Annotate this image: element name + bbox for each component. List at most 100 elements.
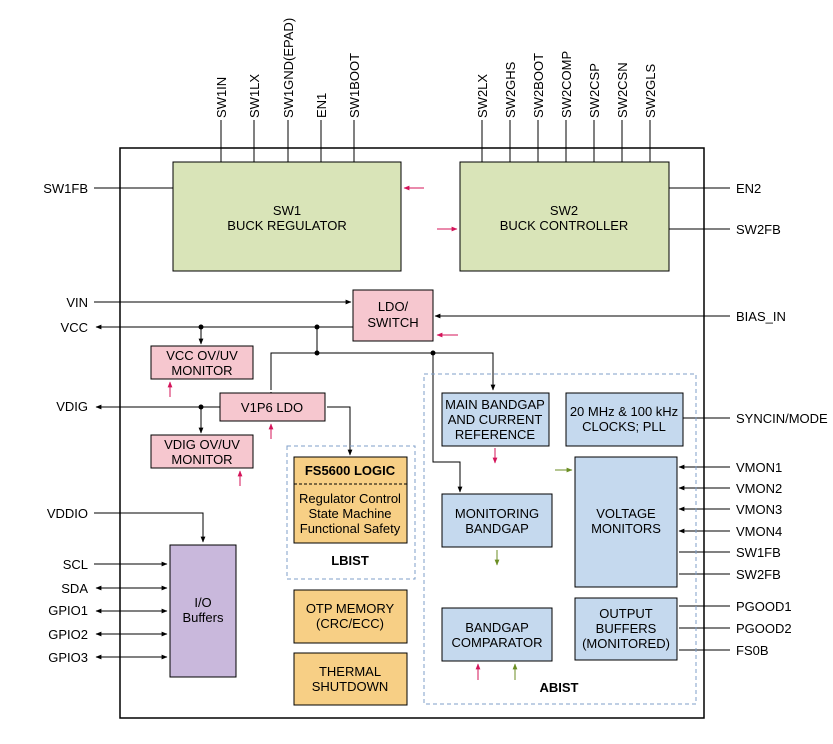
svg-text:V1P6 LDO: V1P6 LDO — [241, 400, 303, 415]
pin-pgood1: PGOOD1 — [679, 599, 792, 614]
svg-text:PGOOD2: PGOOD2 — [736, 621, 792, 636]
bandgap-comparator: BANDGAP COMPARATOR — [441, 607, 553, 662]
svg-text:COMPARATOR: COMPARATOR — [451, 635, 542, 650]
pin-sw1boot: SW1BOOT — [347, 53, 362, 162]
svg-text:FS0B: FS0B — [736, 643, 769, 658]
svg-text:SYNCIN/MODE: SYNCIN/MODE — [736, 411, 828, 426]
pin-sw1lx: SW1LX — [247, 74, 262, 162]
svg-text:BIAS_IN: BIAS_IN — [736, 309, 786, 324]
pin-syncin-mode: SYNCIN/MODE — [683, 411, 828, 426]
pin-sw2lx: SW2LX — [475, 74, 490, 162]
svg-text:OTP MEMORY: OTP MEMORY — [306, 601, 395, 616]
chip-outline — [119, 147, 705, 719]
svg-text:SW2GHS: SW2GHS — [503, 61, 518, 118]
svg-text:Buffers: Buffers — [183, 610, 224, 625]
abist-label: ABIST — [540, 680, 579, 695]
clocks-pll: 20 MHz & 100 kHz CLOCKS; PLL — [565, 392, 684, 447]
svg-text:SWITCH: SWITCH — [367, 315, 418, 330]
svg-text:SW1GND(EPAD): SW1GND(EPAD) — [281, 18, 296, 118]
svg-text:VCC: VCC — [61, 320, 88, 335]
svg-text:SW2GLS: SW2GLS — [643, 63, 658, 118]
svg-text:SDA: SDA — [61, 581, 88, 596]
svg-text:VDIG OV/UV: VDIG OV/UV — [164, 437, 240, 452]
svg-text:MONITOR: MONITOR — [171, 363, 232, 378]
top-pins-sw1: SW1IN SW1LX SW1GND(EPAD) EN1 SW1BOOT — [214, 18, 362, 162]
svg-text:SW2COMP: SW2COMP — [559, 51, 574, 118]
v1p6-ldo: V1P6 LDO — [219, 392, 326, 422]
vdig-ovuv-monitor: VDIG OV/UV MONITOR — [150, 434, 254, 469]
pin-sw2fb-right: SW2FB — [679, 567, 781, 582]
sw1-buck-regulator: SW1 BUCK REGULATOR — [172, 161, 402, 272]
svg-text:VIN: VIN — [66, 295, 88, 310]
pin-gpio1: GPIO1 — [48, 603, 168, 618]
pin-bias-in: BIAS_IN — [434, 309, 786, 324]
svg-text:OUTPUT: OUTPUT — [599, 606, 653, 621]
pin-vmon3: VMON3 — [678, 502, 782, 517]
svg-text:MONITOR: MONITOR — [171, 452, 232, 467]
pin-vdig: VDIG — [56, 399, 220, 414]
svg-text:State Machine: State Machine — [308, 506, 391, 521]
svg-text:GPIO3: GPIO3 — [48, 650, 88, 665]
lbist-region — [286, 445, 416, 580]
svg-text:(MONITORED): (MONITORED) — [582, 636, 670, 651]
svg-text:THERMAL: THERMAL — [319, 664, 381, 679]
svg-text:PGOOD1: PGOOD1 — [736, 599, 792, 614]
pin-gpio3: GPIO3 — [48, 650, 168, 665]
svg-text:VMON4: VMON4 — [736, 524, 782, 539]
pin-gpio2: GPIO2 — [48, 627, 168, 642]
svg-text:VMON1: VMON1 — [736, 460, 782, 475]
ldo-switch: LDO/ SWITCH — [352, 289, 434, 342]
svg-text:BUCK CONTROLLER: BUCK CONTROLLER — [500, 218, 629, 233]
pin-sw2csp: SW2CSP — [587, 63, 602, 162]
monitoring-bandgap: MONITORING BANDGAP — [441, 493, 553, 548]
svg-text:SW2: SW2 — [550, 203, 578, 218]
svg-text:VMON3: VMON3 — [736, 502, 782, 517]
svg-text:BANDGAP: BANDGAP — [465, 620, 529, 635]
internal-wiring — [198, 324, 496, 493]
lbist-label: LBIST — [331, 553, 369, 568]
svg-text:FS5600 LOGIC: FS5600 LOGIC — [305, 463, 396, 478]
pin-sw2comp: SW2COMP — [559, 51, 574, 162]
svg-text:Functional Safety: Functional Safety — [300, 521, 401, 536]
pin-vddio: VDDIO — [47, 506, 206, 543]
svg-text:VMON2: VMON2 — [736, 481, 782, 496]
sw2-buck-controller: SW2 BUCK CONTROLLER — [459, 161, 670, 272]
pin-sw1in: SW1IN — [214, 77, 229, 162]
svg-text:SW2CSN: SW2CSN — [615, 62, 630, 118]
otp-memory: OTP MEMORY (CRC/ECC) — [293, 589, 408, 644]
svg-text:BANDGAP: BANDGAP — [465, 521, 529, 536]
pin-sw2fb-top: SW2FB — [669, 222, 781, 237]
pin-sw2gls: SW2GLS — [643, 63, 658, 162]
pin-fs0b: FS0B — [679, 643, 769, 658]
main-bandgap: MAIN BANDGAP AND CURRENT REFERENCE — [441, 392, 550, 447]
vcc-ovuv-monitor: VCC OV/UV MONITOR — [150, 345, 254, 380]
svg-text:LDO/: LDO/ — [378, 299, 409, 314]
pin-vmon2: VMON2 — [678, 481, 782, 496]
svg-text:Regulator Control: Regulator Control — [299, 491, 401, 506]
thermal-shutdown: THERMAL SHUTDOWN — [293, 652, 408, 706]
pin-sw2boot: SW2BOOT — [531, 53, 546, 162]
output-buffers: OUTPUT BUFFERS (MONITORED) — [574, 597, 678, 661]
svg-text:EN1: EN1 — [314, 93, 329, 118]
pin-vmon4: VMON4 — [678, 524, 782, 539]
pin-sw2csn: SW2CSN — [615, 62, 630, 162]
svg-text:SW2FB: SW2FB — [736, 567, 781, 582]
pin-sw1gnd: SW1GND(EPAD) — [281, 18, 296, 162]
svg-text:SW1LX: SW1LX — [247, 74, 262, 118]
svg-text:GPIO2: GPIO2 — [48, 627, 88, 642]
svg-text:MONITORS: MONITORS — [591, 521, 661, 536]
pin-sw2ghs: SW2GHS — [503, 61, 518, 162]
svg-text:SW2FB: SW2FB — [736, 222, 781, 237]
svg-text:REFERENCE: REFERENCE — [455, 427, 536, 442]
svg-text:EN2: EN2 — [736, 181, 761, 196]
svg-text:SW2LX: SW2LX — [475, 74, 490, 118]
svg-text:BUFFERS: BUFFERS — [596, 621, 657, 636]
svg-text:MONITORING: MONITORING — [455, 506, 539, 521]
pin-sw1fb-right: SW1FB — [679, 545, 781, 560]
pin-sw1fb-left: SW1FB — [43, 181, 173, 196]
svg-text:VDIG: VDIG — [56, 399, 88, 414]
svg-text:(CRC/ECC): (CRC/ECC) — [316, 616, 384, 631]
svg-text:VDDIO: VDDIO — [47, 506, 88, 521]
svg-text:SCL: SCL — [63, 557, 88, 572]
